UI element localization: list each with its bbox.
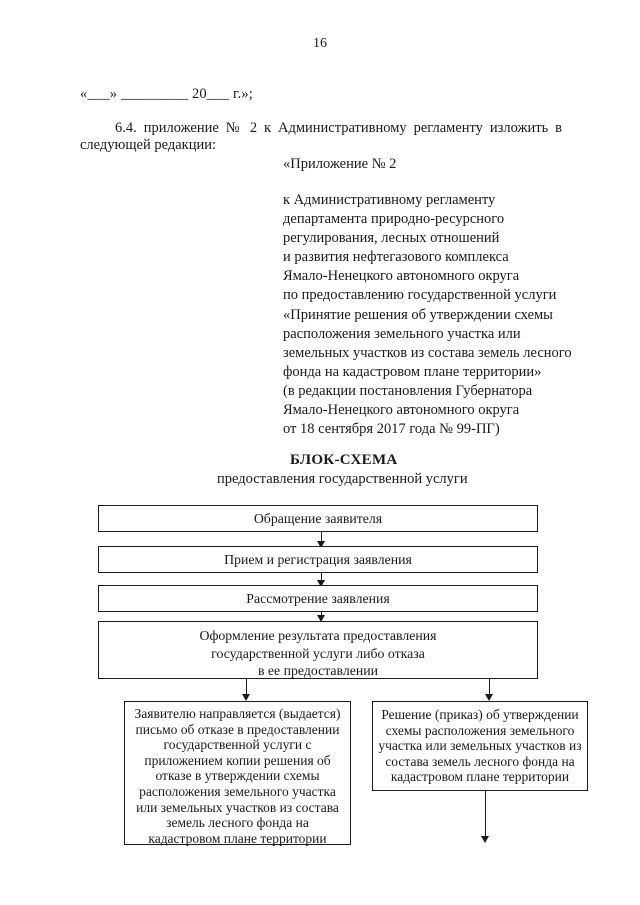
- down-arrow: [317, 611, 325, 622]
- flowchart-outcome-refusal-letter: Заявителю направляется (выдается) письмо…: [124, 701, 351, 846]
- down-arrow-right-branch: [485, 679, 493, 701]
- page-number: 16: [313, 36, 327, 51]
- flowchart-subtitle: предоставления государственной услуги: [217, 471, 468, 487]
- flowchart-title: БЛОК-СХЕМА: [290, 452, 398, 468]
- date-blank-line: «___» _________ 20___ г.»;: [80, 86, 254, 102]
- flowchart-outcome-approval-decision: Решение (приказ) об утверждении схемы ра…: [372, 701, 588, 791]
- clause-6-4-line2: следующей редакции:: [80, 137, 217, 153]
- appendix-heading: «Приложение № 2: [283, 156, 397, 172]
- flowchart-step-applicant-request: Обращение заявителя: [98, 505, 538, 532]
- flowchart-step-review: Рассмотрение заявления: [98, 585, 538, 612]
- flowchart-step-result-registration: Оформление результата предоставления гос…: [98, 621, 538, 679]
- down-arrow-left-branch: [242, 679, 250, 701]
- appendix-attribution-block: к Административному регламенту департаме…: [283, 192, 572, 438]
- down-arrow-continuation: [481, 791, 489, 843]
- clause-6-4-line1: 6.4. приложение № 2 к Административному …: [115, 120, 562, 136]
- down-arrow: [317, 532, 325, 548]
- flowchart-step-reception-registration: Прием и регистрация заявления: [98, 546, 538, 573]
- down-arrow: [317, 573, 325, 587]
